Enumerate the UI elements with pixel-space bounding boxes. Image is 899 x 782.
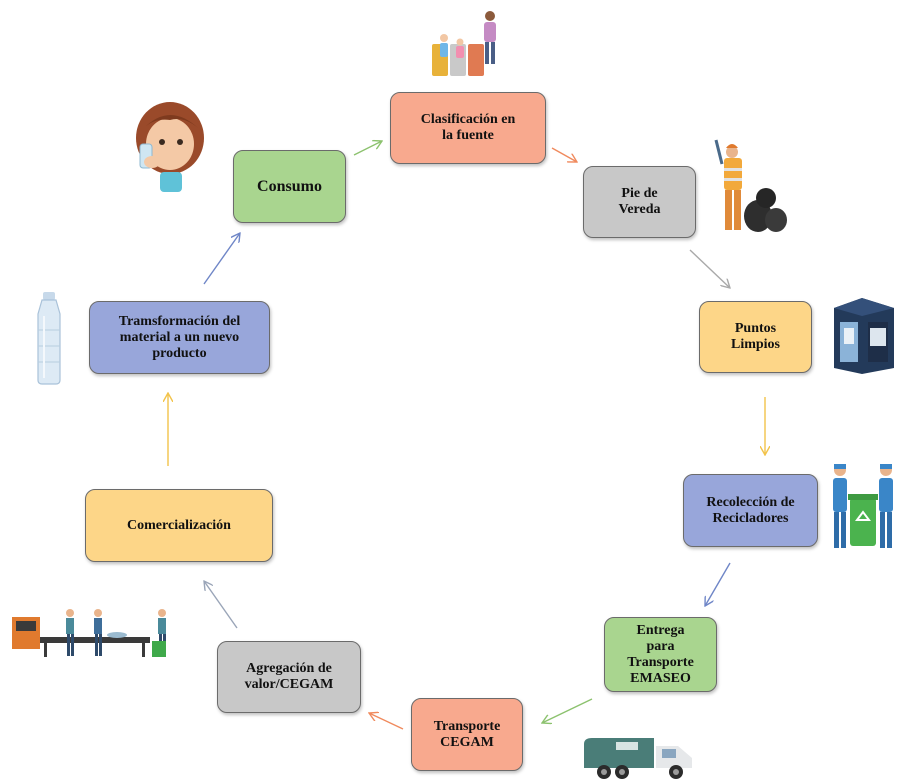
node-clasificacion: Clasificación en la fuente <box>390 92 546 164</box>
sorting-plant-workers-icon <box>12 609 180 659</box>
woman-drinking-icon <box>136 102 204 192</box>
plastic-bottle-icon <box>37 292 61 385</box>
arrow-entrega-to-transporte <box>542 698 593 723</box>
arrow-clasificacion-to-pie <box>551 147 577 162</box>
node-consumo: Consumo <box>233 150 346 223</box>
arrow-transformacion-to-consumo <box>203 233 240 285</box>
node-recoleccion: Recolección de Recicladores <box>683 474 818 547</box>
arrow-pie-to-puntos <box>689 249 730 288</box>
garbage-truck-icon <box>584 738 692 779</box>
node-puntos-limpios: Puntos Limpios <box>699 301 812 373</box>
arrow-recoleccion-to-entrega <box>705 562 731 606</box>
arrow-consumo-to-clasificacion <box>353 141 382 156</box>
street-sweeper-trash-bags-icon <box>714 139 787 232</box>
node-entrega-emaseo: Entrega para Transporte EMASEO <box>604 617 717 692</box>
recyclers-with-bin-icon <box>833 464 893 548</box>
node-agregacion-valor: Agregación de valor/CEGAM <box>217 641 361 713</box>
node-comercializacion: Comercialización <box>85 489 273 562</box>
recycling-container-icon <box>834 298 894 374</box>
arrow-transporte-to-agregacion <box>369 713 404 730</box>
node-transporte-cegam: Transporte CEGAM <box>411 698 523 771</box>
node-pie-de-vereda: Pie de Vereda <box>583 166 696 238</box>
arrow-agregacion-to-comercializacion <box>204 581 238 629</box>
node-transformacion: Tramsformación del material a un nuevo p… <box>89 301 270 374</box>
family-sorting-bins-icon <box>432 11 496 76</box>
